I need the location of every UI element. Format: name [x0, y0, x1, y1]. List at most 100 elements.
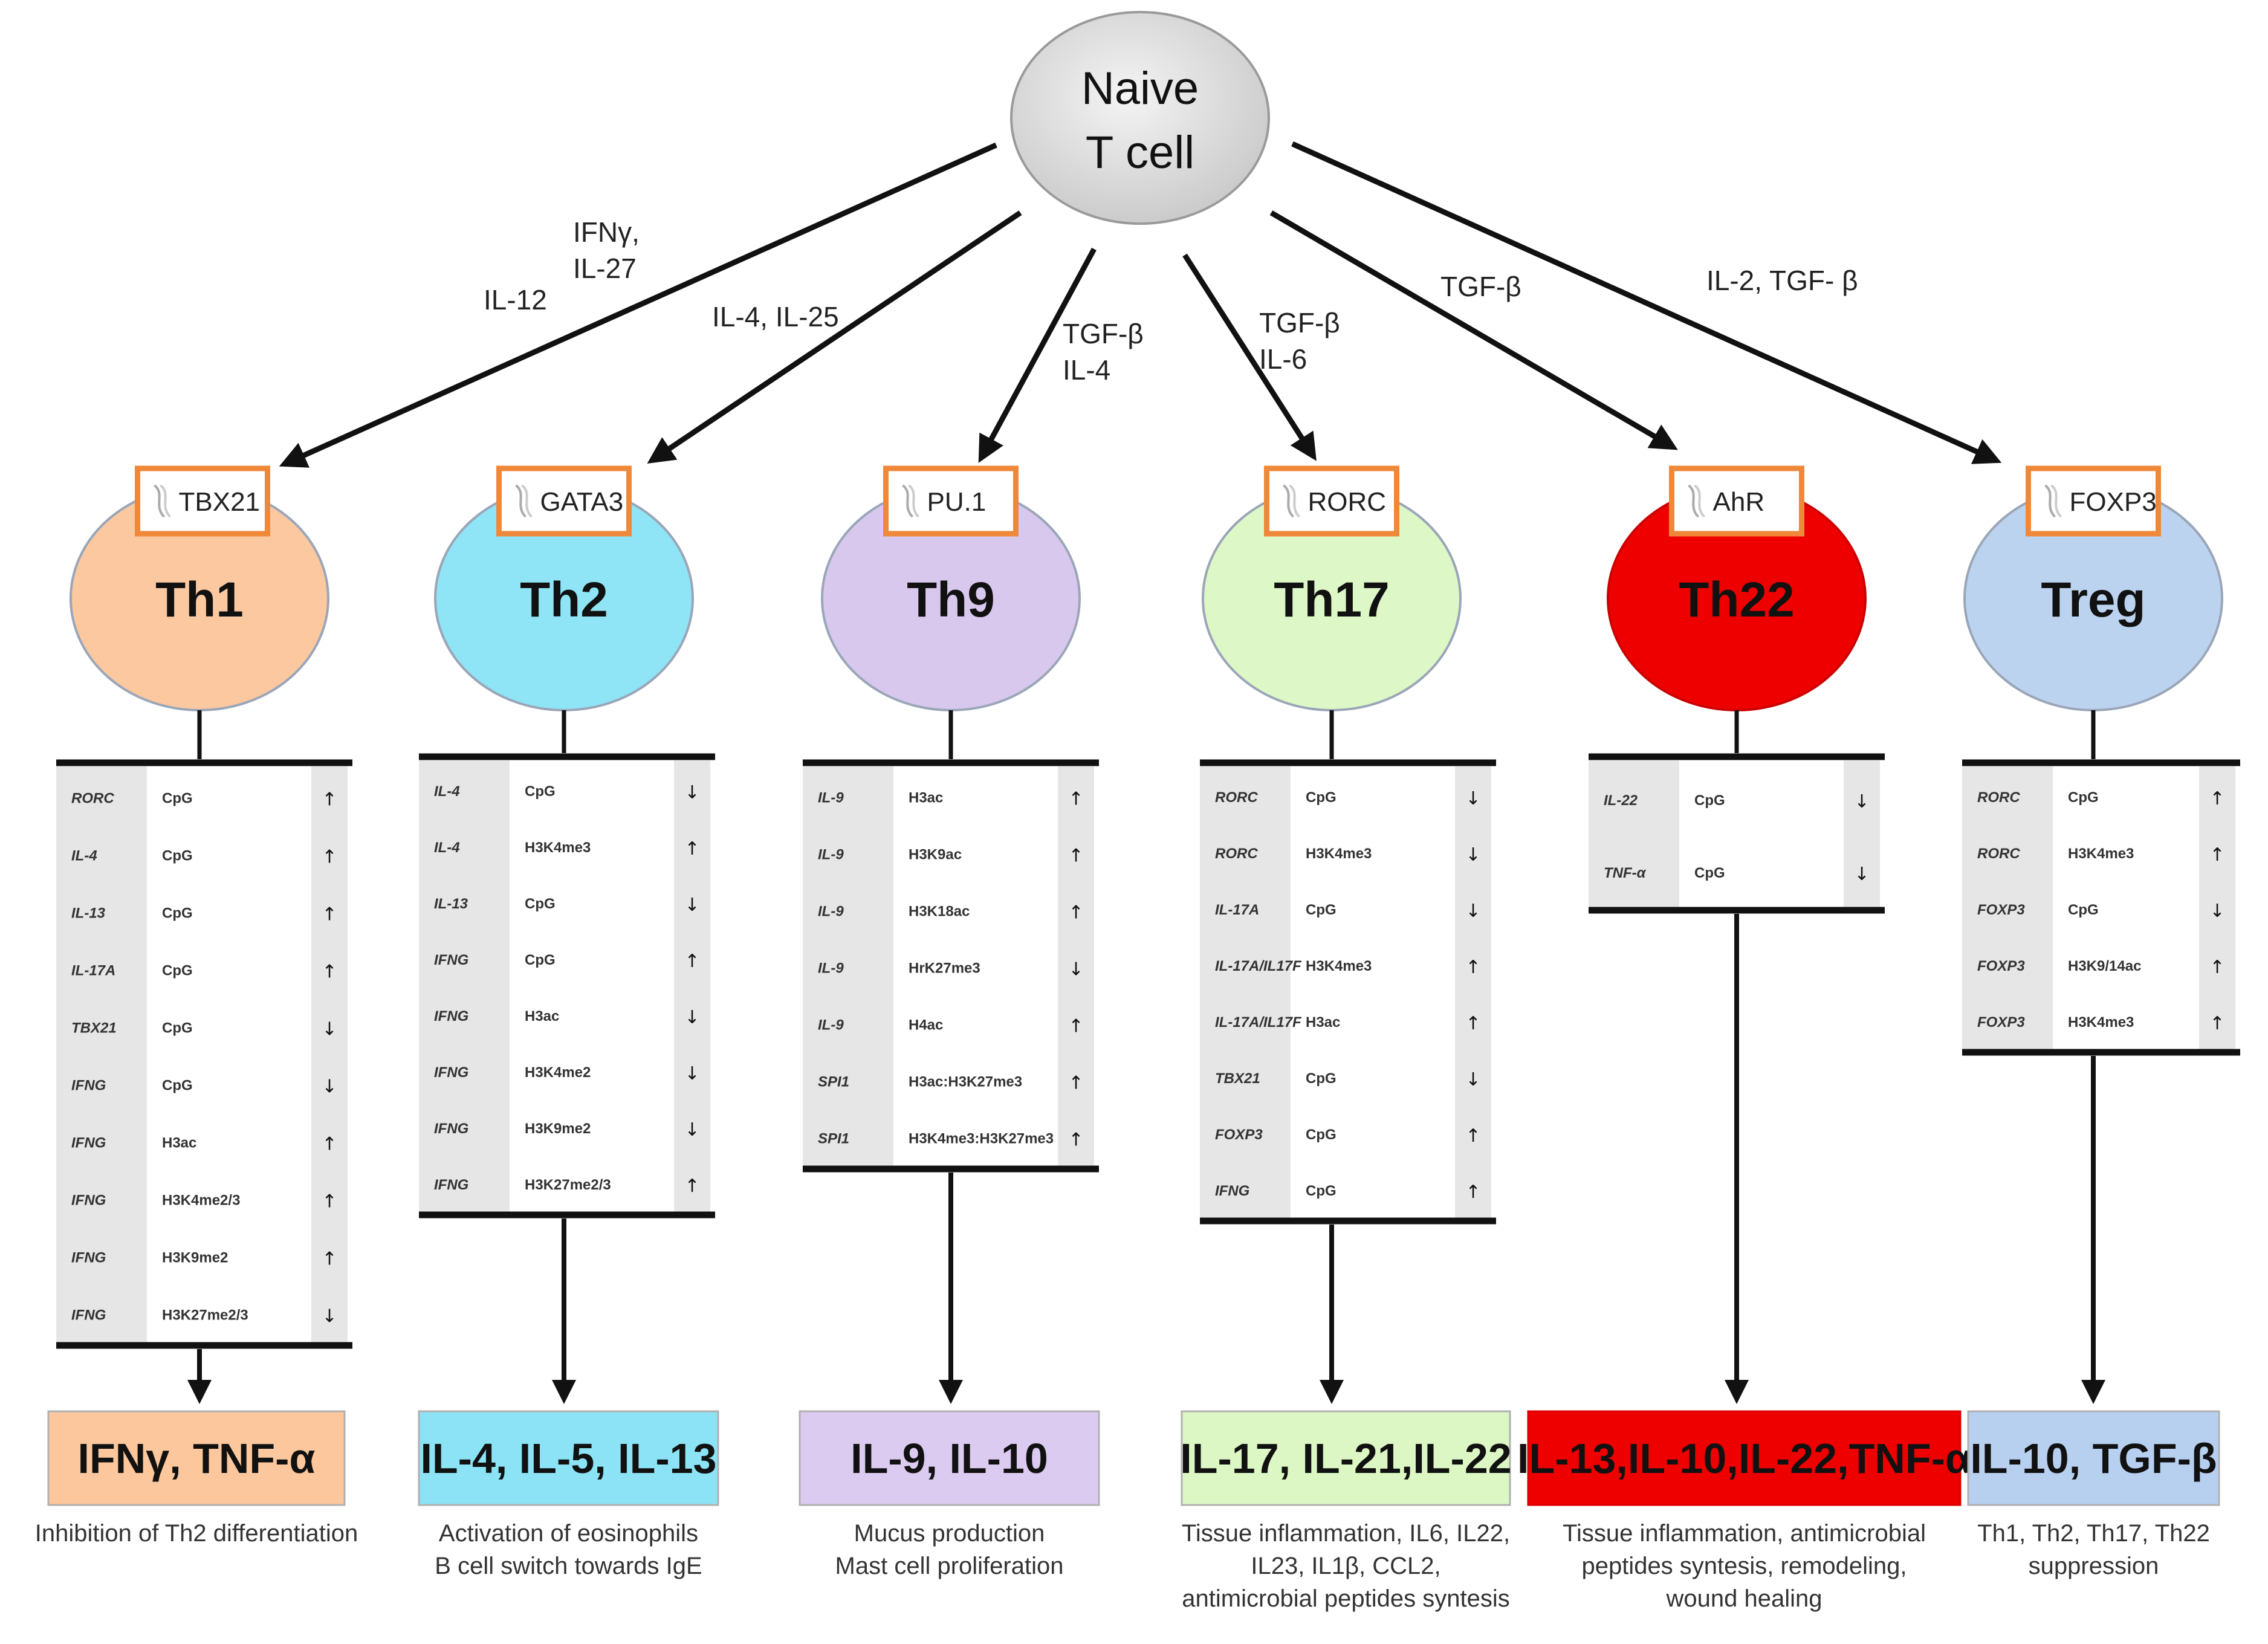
row-mark: CpG [162, 847, 193, 864]
row-direction: ↓ [2209, 901, 2224, 922]
cytokine-label: IFNγ, TNF-α [78, 1435, 316, 1482]
row-mark: H3K4me3 [2068, 846, 2134, 862]
edge-label-2-line-0: IL-4, IL-25 [712, 301, 839, 332]
row-gene: IL-17A/IL17F [1215, 958, 1302, 974]
row-gene: IL-9 [818, 847, 844, 863]
function-text-line: B cell switch towards IgE [435, 1553, 702, 1579]
row-mark: CpG [162, 905, 193, 921]
table-arrow-column [1844, 760, 1880, 910]
row-mark: H3K27me2/3 [525, 1177, 611, 1193]
table-gene-column [1962, 766, 2053, 1052]
row-mark: H3K4me3 [525, 840, 591, 856]
dna-icon-strand [2050, 484, 2062, 518]
tf-gene-label: AhR [1713, 487, 1765, 517]
row-gene: IL-17A [1215, 902, 1259, 918]
tf-gene-label: TBX21 [179, 487, 261, 517]
row-mark: H3K27me2/3 [162, 1307, 248, 1323]
edge-label-1-line-0: IFNγ, [573, 216, 640, 248]
row-gene: IFNG [434, 1064, 468, 1081]
table-gene-column [1589, 760, 1679, 910]
edge-label-4-line-0: TGF-β [1259, 307, 1340, 338]
cytokine-label: IL-13,IL-10,IL-22,TNF-α [1517, 1435, 1971, 1482]
cytokine-box [1967, 1410, 2220, 1506]
function-text-line: Inhibition of Th2 differentiation [35, 1520, 358, 1547]
row-gene: FOXP3 [1215, 1127, 1263, 1143]
function-text-line: IL23, IL1β, CCL2, [1251, 1553, 1440, 1579]
edge-label-3-line-1: IL-4 [1063, 354, 1110, 386]
row-direction: ↑ [1068, 1016, 1083, 1037]
table-arrow-column [2199, 766, 2235, 1052]
row-direction: ↑ [322, 1248, 337, 1269]
row-mark: H3K4me3 [1306, 846, 1372, 862]
naive-label-line1: Naive [1081, 63, 1199, 114]
cytokine-box [1181, 1410, 1511, 1506]
row-mark: CpG [525, 952, 556, 968]
dna-icon-strand [521, 484, 533, 518]
table-arrow-column [1455, 766, 1491, 1221]
function-text-line: suppression [2029, 1553, 2159, 1579]
row-direction: ↑ [1068, 902, 1083, 924]
row-direction: ↑ [322, 789, 337, 810]
row-direction: ↑ [1068, 789, 1083, 810]
dna-icon [515, 484, 527, 518]
table-row: IFNG CpG ↑ [434, 951, 700, 972]
row-direction: ↑ [1068, 1073, 1083, 1094]
row-gene: IL-4 [434, 783, 460, 800]
cytokine-label: IL-10, TGF-β [1970, 1435, 2217, 1482]
cell-name: Th9 [907, 572, 995, 627]
row-gene: TBX21 [71, 1020, 117, 1036]
row-mark: CpG [1306, 1070, 1336, 1087]
row-direction: ↑ [1465, 957, 1480, 978]
row-gene: IL-4 [434, 840, 460, 856]
row-mark: CpG [525, 896, 556, 912]
row-direction: ↑ [322, 1133, 337, 1154]
naive-label-line2: T cell [1086, 127, 1194, 178]
row-gene: IFNG [71, 1077, 106, 1093]
row-direction: ↑ [1068, 1130, 1083, 1151]
function-text-line: Mast cell proliferation [835, 1553, 1064, 1579]
cell-name: Treg [2041, 572, 2145, 627]
row-gene: IL-22 [1604, 792, 1638, 809]
dna-icon-strand [1694, 484, 1706, 518]
tf-gene-label: RORC [1308, 487, 1387, 517]
row-direction: ↑ [2209, 957, 2224, 978]
row-gene: FOXP3 [1977, 958, 2025, 974]
edge-label-0-line-0: IL-12 [484, 284, 547, 316]
row-mark: H3K9me2 [525, 1121, 591, 1137]
row-direction: ↑ [684, 951, 699, 972]
row-gene: IL-4 [71, 847, 97, 864]
dna-icon-strand [160, 484, 172, 518]
row-gene: IFNG [1215, 1183, 1249, 1199]
tf-gene-label: GATA3 [540, 487, 624, 517]
row-mark: H3ac [1306, 1014, 1340, 1031]
row-gene: IFNG [434, 952, 468, 968]
row-direction: ↑ [1465, 1182, 1480, 1203]
table-arrow-column [1058, 766, 1094, 1169]
cytokine-label: IL-17, IL-21,IL-22 [1180, 1435, 1511, 1482]
cytokine-box [799, 1410, 1100, 1506]
row-direction: ↑ [322, 1191, 337, 1212]
row-gene: TNF-α [1604, 865, 1647, 881]
row-direction: ↓ [684, 1063, 699, 1084]
